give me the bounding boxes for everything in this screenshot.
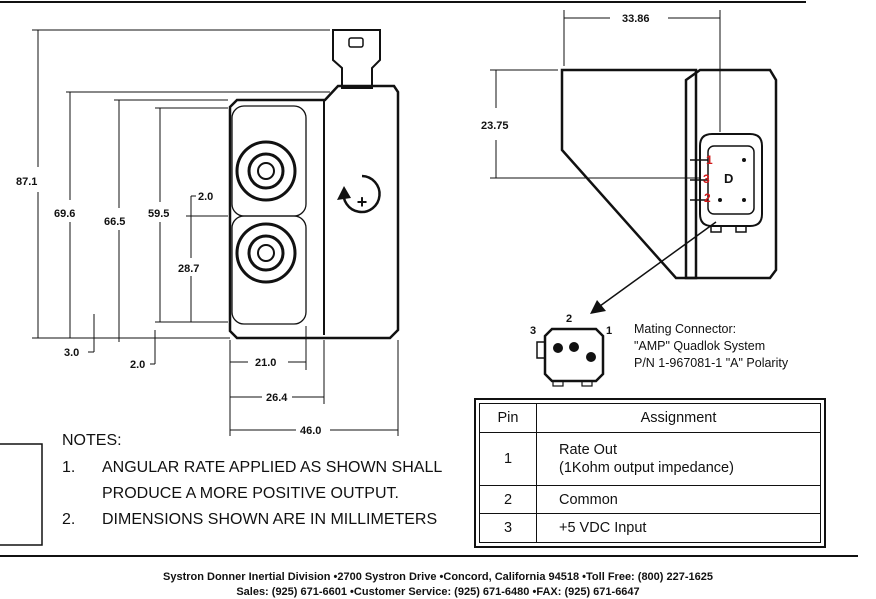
- side-dimension-lines: [490, 10, 721, 179]
- rotation-arrowhead: [337, 186, 351, 200]
- mating-pin-label-2: 2: [566, 313, 572, 325]
- lower-cylinder-inner: [257, 244, 275, 262]
- polarity-mark: D: [724, 171, 733, 186]
- pin-number: 2: [479, 484, 537, 515]
- note-item: 2. DIMENSIONS SHOWN ARE IN MILLIMETERS: [62, 507, 442, 533]
- note-text: PRODUCE A MORE POSITIVE OUTPUT.: [102, 485, 399, 502]
- pin-mark-3: 3: [703, 172, 710, 186]
- table-row: 1 Rate Out (1Kohm output impedance): [479, 432, 821, 486]
- table-row: 3 +5 VDC Input: [479, 513, 821, 543]
- dim-total-width: 46.0: [300, 425, 321, 437]
- side-housing: [560, 68, 698, 280]
- leader-line: [599, 221, 717, 307]
- mating-pin-3: [553, 343, 563, 353]
- note-number: 1.: [62, 459, 76, 476]
- upper-cylinder-inner: [257, 162, 275, 180]
- front-view: [228, 29, 400, 340]
- side-cover: [684, 68, 778, 280]
- mating-line-2: "AMP" Quadlok System: [634, 339, 766, 353]
- pin-assignment: Rate Out (1Kohm output impedance): [536, 432, 821, 486]
- mating-pin-label-1: 1: [606, 325, 612, 337]
- mating-pin-1: [586, 352, 596, 362]
- header-pin: Pin: [479, 403, 537, 433]
- dim-offset-bottom: 3.0: [64, 347, 79, 359]
- plug-outline: [332, 29, 381, 89]
- mating-pin-2: [569, 342, 579, 352]
- mating-connector-caption: Mating Connector: "AMP" Quadlok System P…: [634, 321, 788, 372]
- pin-number: 1: [479, 432, 537, 486]
- front-dimension-labels: 87.1 69.6 66.5 59.5 2.0 28.7 3.0 2.0 21.…: [16, 176, 321, 437]
- dim-face-width: 21.0: [255, 357, 276, 369]
- note-text: DIMENSIONS SHOWN ARE IN MILLIMETERS: [102, 511, 438, 528]
- front-dimension-lines: [32, 29, 399, 436]
- dim-inner-height: 66.5: [104, 216, 125, 228]
- side-view: [560, 68, 778, 280]
- notes-heading: NOTES:: [62, 432, 122, 449]
- note-item: 1. ANGULAR RATE APPLIED AS SHOWN SHALL: [62, 455, 442, 481]
- dim-pitch: 28.7: [178, 263, 199, 275]
- lower-cylinder-outer: [235, 222, 297, 284]
- mating-pin-label-3: 3: [530, 325, 536, 337]
- pin-assignment: Common: [536, 484, 821, 515]
- mating-connector-body: [543, 327, 605, 383]
- table-row: 2 Common: [479, 484, 821, 515]
- note-number: 2.: [62, 511, 76, 528]
- lower-window: [231, 215, 307, 325]
- pin-assignment: +5 VDC Input: [536, 513, 821, 543]
- dim-body-height: 69.6: [54, 208, 75, 220]
- dim-mid-width: 26.4: [266, 392, 288, 404]
- dim-gap-b: 2.0: [130, 359, 145, 371]
- lower-cylinder-mid: [247, 234, 285, 272]
- dim-side-width: 33.86: [622, 13, 650, 25]
- footer-line-2: Sales: (925) 671-6601Customer Service: (…: [0, 586, 876, 598]
- leader-arrowhead: [590, 300, 606, 314]
- mating-connector: [536, 327, 605, 387]
- note-text: ANGULAR RATE APPLIED AS SHOWN SHALL: [102, 459, 443, 476]
- dim-total-height: 87.1: [16, 176, 37, 188]
- mating-line-1: Mating Connector:: [634, 322, 737, 336]
- left-box-fragment: [0, 443, 43, 546]
- side-pin-marks: 1 3 2 D: [703, 153, 733, 205]
- plug-slot: [348, 37, 364, 48]
- table-header-row: Pin Assignment: [479, 403, 821, 433]
- pin-mark-1: 1: [706, 153, 713, 167]
- rotation-arrow-icon: [342, 174, 381, 214]
- pin-number: 3: [479, 513, 537, 543]
- footer-line-1: Systron Donner Inertial Division2700 Sys…: [0, 571, 876, 583]
- note-item-continued: PRODUCE A MORE POSITIVE OUTPUT.: [62, 481, 442, 507]
- body-outline: [228, 84, 400, 340]
- dim-side-height: 23.75: [481, 120, 509, 132]
- notes: NOTES: 1. ANGULAR RATE APPLIED AS SHOWN …: [62, 428, 442, 533]
- dim-window-height: 59.5: [148, 208, 169, 220]
- header-assignment: Assignment: [536, 403, 821, 433]
- rotation-symbol: +: [357, 192, 368, 212]
- mating-line-3: P/N 1-967081-1 "A" Polarity: [634, 356, 789, 370]
- dim-gap-a: 2.0: [198, 191, 213, 203]
- pin-mark-2: 2: [704, 191, 711, 205]
- pin-assignment-table: Pin Assignment 1 Rate Out (1Kohm output …: [474, 398, 826, 548]
- upper-cylinder-mid: [247, 152, 285, 190]
- upper-cylinder-outer: [235, 140, 297, 202]
- connector-face: [699, 133, 763, 227]
